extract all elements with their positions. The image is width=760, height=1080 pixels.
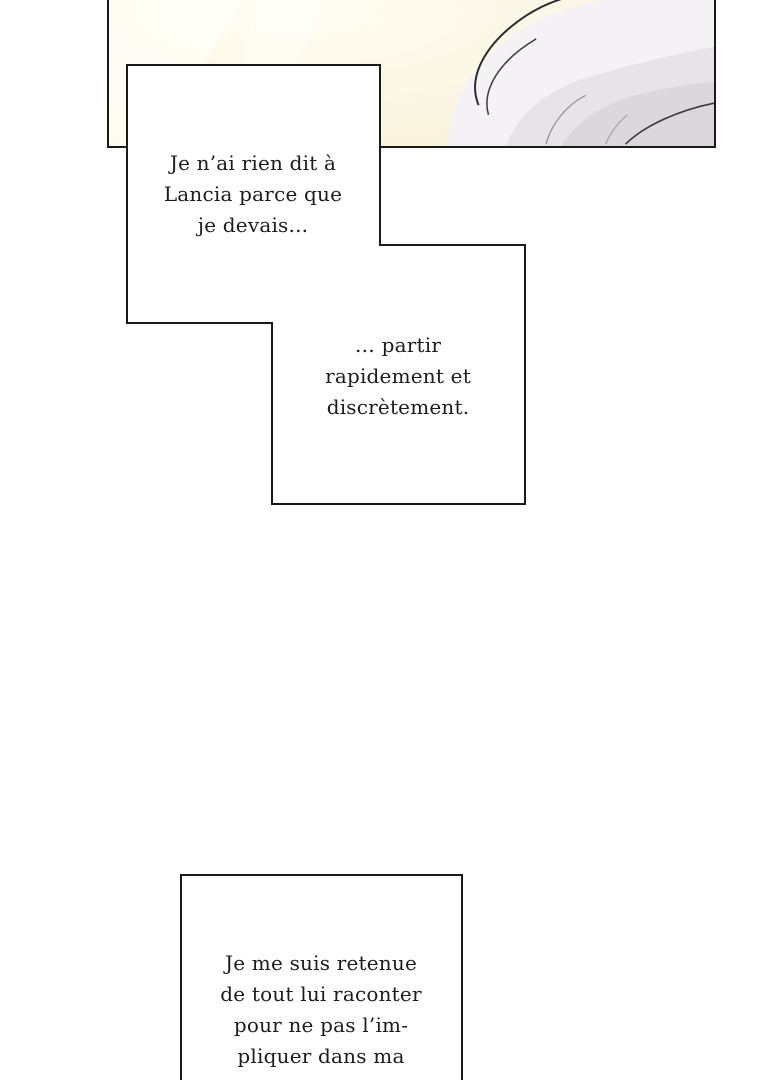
white-hair-illustration	[109, 0, 714, 146]
comic-panel-art	[107, 0, 716, 148]
caption-text-2: … partir rapidement et discrètement.	[325, 333, 471, 419]
caption-text-1: Je n’ai rien dit à Lancia parce que je d…	[163, 151, 343, 237]
caption-text-3: Je me suis retenue de tout lui raconter …	[220, 951, 422, 1068]
